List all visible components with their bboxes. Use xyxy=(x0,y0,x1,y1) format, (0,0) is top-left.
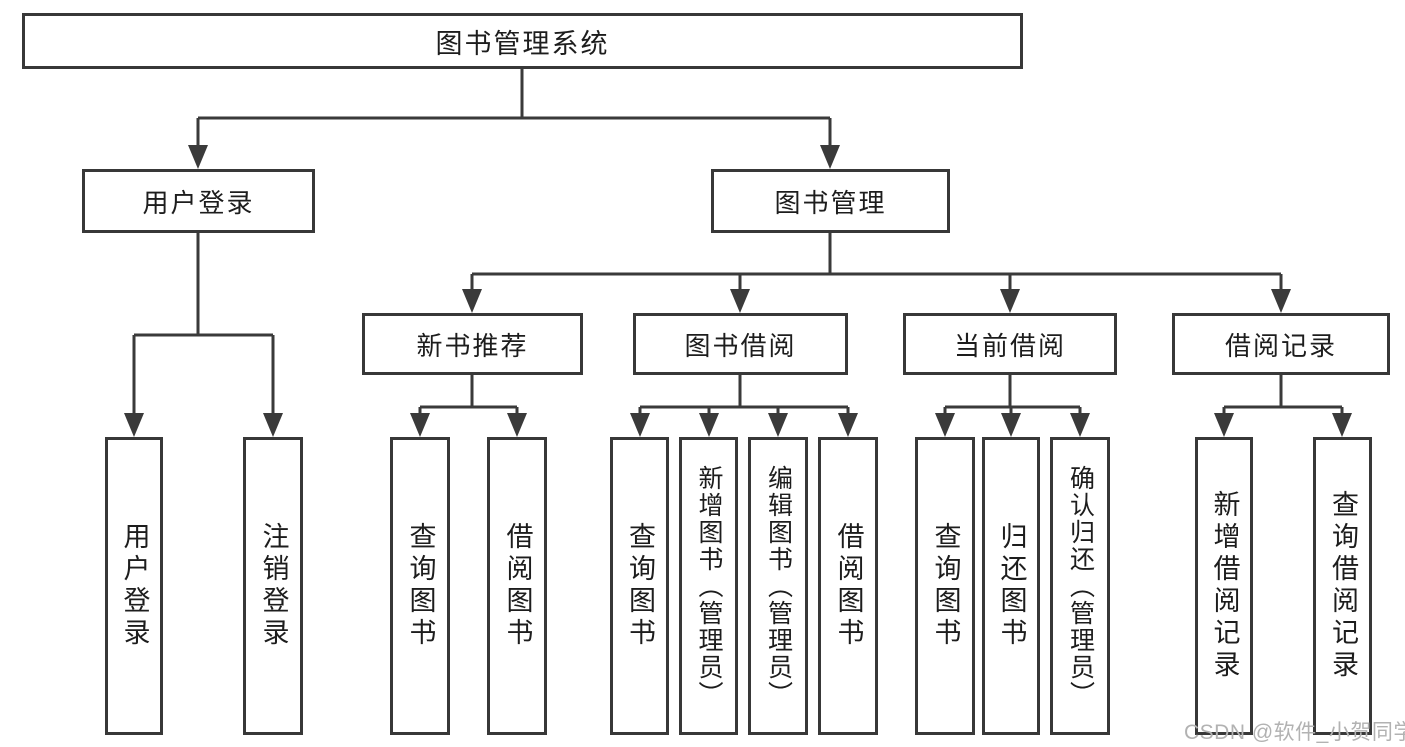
node-leaf-confirm-return-admin-label: 确认归还（管理员） xyxy=(1066,464,1095,708)
node-leaf-add-book-admin: 新增图书（管理员） xyxy=(679,437,738,735)
node-leaf-query-books-1-label: 查询图书 xyxy=(405,522,436,650)
node-system-root-label: 图书管理系统 xyxy=(435,28,610,59)
node-leaf-logout-label: 注销登录 xyxy=(258,522,289,650)
node-leaf-return-books-label: 归还图书 xyxy=(996,522,1027,650)
node-leaf-return-books: 归还图书 xyxy=(982,437,1040,735)
node-user-login-branch: 用户登录 xyxy=(82,169,315,233)
node-leaf-edit-book-admin-label: 编辑图书（管理员） xyxy=(764,464,793,708)
node-leaf-confirm-return-admin: 确认归还（管理员） xyxy=(1050,437,1110,735)
node-new-book-recommend: 新书推荐 xyxy=(362,313,583,375)
node-borrow-records-label: 借阅记录 xyxy=(1224,330,1337,361)
node-book-management-branch-label: 图书管理 xyxy=(774,187,887,218)
node-book-management-branch: 图书管理 xyxy=(711,169,950,233)
node-leaf-query-books-2: 查询图书 xyxy=(610,437,669,735)
node-current-borrowing: 当前借阅 xyxy=(903,313,1117,375)
node-leaf-borrow-books-1-label: 借阅图书 xyxy=(502,522,533,650)
node-leaf-query-books-2-label: 查询图书 xyxy=(625,522,655,650)
node-leaf-borrow-books-2-label: 借阅图书 xyxy=(833,522,864,650)
node-leaf-edit-book-admin: 编辑图书（管理员） xyxy=(748,437,808,735)
node-leaf-user-login-label: 用户登录 xyxy=(119,522,150,650)
node-leaf-logout: 注销登录 xyxy=(243,437,303,735)
node-leaf-borrow-books-2: 借阅图书 xyxy=(818,437,878,735)
node-leaf-add-borrow-record: 新增借阅记录 xyxy=(1195,437,1253,735)
node-leaf-query-borrow-record-label: 查询借阅记录 xyxy=(1328,490,1358,682)
node-leaf-add-borrow-record-label: 新增借阅记录 xyxy=(1209,490,1240,682)
node-current-borrowing-label: 当前借阅 xyxy=(953,330,1066,361)
node-new-book-recommend-label: 新书推荐 xyxy=(416,330,529,361)
node-leaf-query-borrow-record: 查询借阅记录 xyxy=(1313,437,1372,735)
node-user-login-branch-label: 用户登录 xyxy=(142,187,255,218)
node-leaf-query-books-1: 查询图书 xyxy=(390,437,450,735)
node-system-root: 图书管理系统 xyxy=(22,13,1023,69)
node-leaf-add-book-admin-label: 新增图书（管理员） xyxy=(695,464,723,708)
node-borrow-records: 借阅记录 xyxy=(1172,313,1390,375)
node-book-borrowing: 图书借阅 xyxy=(633,313,848,375)
node-leaf-query-books-3: 查询图书 xyxy=(915,437,975,735)
node-leaf-query-books-3-label: 查询图书 xyxy=(930,522,961,650)
node-leaf-user-login: 用户登录 xyxy=(105,437,163,735)
node-leaf-borrow-books-1: 借阅图书 xyxy=(487,437,547,735)
watermark: CSDN @软件_小贺同学 xyxy=(1184,721,1405,744)
node-book-borrowing-label: 图书借阅 xyxy=(684,330,797,361)
